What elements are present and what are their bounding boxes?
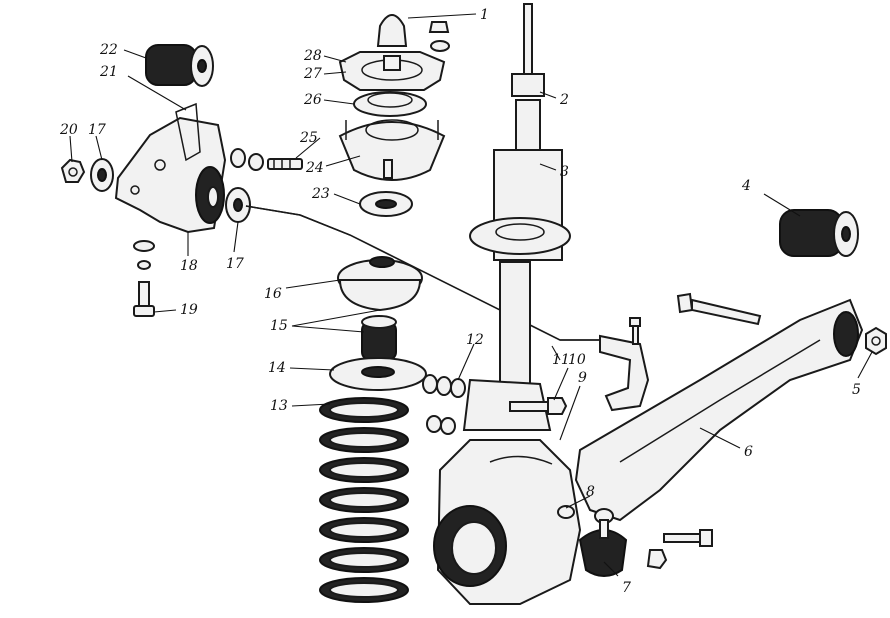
part-bump-stop-23 (359, 191, 413, 217)
part-bushing-22 (145, 44, 214, 87)
callout-10: 10 (568, 352, 586, 368)
part-seat-14 (329, 357, 427, 391)
callout-17-right: 17 (226, 256, 244, 272)
part-bolt-arm (676, 292, 762, 326)
callout-26: 26 (303, 92, 322, 108)
callout-9: 9 (578, 370, 587, 386)
part-buffer-15 (361, 315, 397, 361)
part-ball-joint-7 (578, 508, 628, 577)
part-stabilizer-bar-11 (245, 205, 650, 412)
callout-20: 20 (59, 122, 78, 138)
part-nut-20 (60, 158, 86, 183)
part-bolt-lower (646, 529, 713, 570)
part-bolt-25 (267, 158, 303, 170)
part-washer-17-right (225, 187, 251, 223)
part-nut-8 (557, 505, 575, 519)
callout-7: 7 (622, 580, 631, 596)
callout-5: 5 (852, 382, 861, 398)
part-knuckle-9 (433, 439, 582, 605)
part-spring-13 (319, 397, 409, 603)
part-nut-5 (865, 326, 887, 356)
leader-lines (69, 13, 873, 577)
part-bearing-26 (353, 91, 427, 117)
part-bolt-10 (509, 397, 568, 415)
callout-2: 2 (559, 92, 569, 108)
part-cap-1 (376, 14, 408, 47)
callout-27: 27 (303, 66, 322, 82)
part-mount-28-27 (338, 51, 446, 91)
callout-22: 22 (99, 42, 118, 58)
part-washers-near-25 (230, 148, 264, 171)
callout-18: 18 (180, 258, 198, 274)
part-control-arm-6 (574, 298, 864, 522)
part-bolt-small-top (629, 317, 641, 345)
part-washers-12 (422, 374, 466, 435)
callout-12: 12 (466, 332, 484, 348)
callout-14: 14 (268, 360, 286, 376)
part-bushing-4 (779, 209, 859, 257)
part-washer-17-left (90, 158, 114, 192)
callout-8: 8 (586, 484, 595, 500)
callout-4: 4 (741, 178, 751, 194)
part-bracket-18 (114, 102, 227, 234)
callout-28: 28 (303, 48, 322, 64)
part-strut-3 (462, 3, 571, 431)
part-nuts-top (428, 21, 450, 52)
callout-21: 21 (99, 64, 118, 80)
callout-6: 6 (744, 444, 753, 460)
callout-24: 24 (305, 160, 324, 176)
part-spring-seat-16 (337, 256, 423, 312)
callout-13: 13 (270, 398, 288, 414)
callout-16: 16 (264, 286, 282, 302)
callout-labels: 1 2 3 4 5 6 7 8 9 10 11 12 13 14 15 16 1… (59, 7, 861, 596)
part-support-24 (338, 119, 446, 181)
part-bolt-19 (133, 240, 155, 317)
callout-11: 11 (552, 352, 570, 368)
callout-15: 15 (270, 318, 288, 334)
callout-3: 3 (560, 164, 569, 180)
callout-23: 23 (311, 186, 330, 202)
callout-19: 19 (180, 302, 198, 318)
callout-1: 1 (480, 7, 489, 23)
callout-17-left: 17 (88, 122, 106, 138)
callout-25: 25 (299, 130, 318, 146)
